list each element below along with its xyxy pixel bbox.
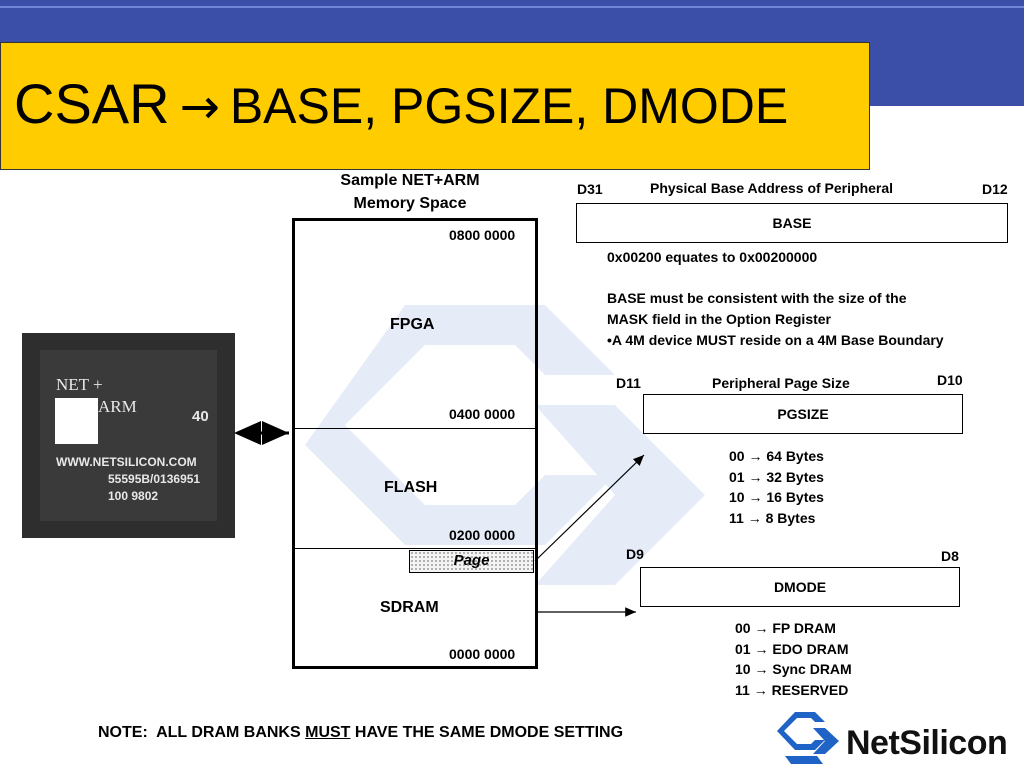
base-lsb: D12 xyxy=(982,181,1008,197)
pgsize-option: 10 → 16 Bytes xyxy=(729,489,824,505)
dmode-option: 01 → EDO DRAM xyxy=(735,640,849,657)
netsilicon-logo-icon xyxy=(777,712,839,764)
page-region xyxy=(409,550,534,573)
dmode-options: 00 → FP DRAM 01 → EDO DRAM 10 → Sync DRA… xyxy=(735,618,852,700)
netsilicon-logo-text: NetSilicon xyxy=(846,724,1008,762)
chip-brand-line2: ARM xyxy=(98,397,137,416)
base-field: BASE xyxy=(576,203,1008,243)
title-arrow-icon: → xyxy=(179,79,220,135)
pgsize-msb: D11 xyxy=(616,375,641,391)
divider-fpga-flash xyxy=(292,428,538,429)
note-emphasis: MUST xyxy=(305,724,351,741)
dmode-lsb: D8 xyxy=(941,548,959,564)
base-note4: •A 4M device MUST reside on a 4M Base Bo… xyxy=(607,332,944,348)
chip-logo-square xyxy=(55,398,98,444)
title-main: CSAR xyxy=(14,72,170,135)
chip-number: 40 xyxy=(192,408,209,425)
pgsize-option: 01 → 32 Bytes xyxy=(729,468,824,485)
addr-bottom: 0000 0000 xyxy=(449,646,516,662)
base-caption: Physical Base Address of Peripheral xyxy=(650,180,894,196)
dmode-msb: D9 xyxy=(626,546,644,562)
title-rest: BASE, PGSIZE, DMODE xyxy=(229,78,789,134)
chip-part: 55595B/0136951 xyxy=(108,472,201,486)
memory-heading-line1: Sample NET+ARM xyxy=(340,172,480,189)
dram-note: NOTE: ALL DRAM BANKS MUST HAVE THE SAME … xyxy=(98,724,623,742)
pgsize-caption: Peripheral Page Size xyxy=(712,375,850,391)
pgsize-lsb: D10 xyxy=(937,372,963,388)
addr-fpga-flash: 0400 0000 xyxy=(449,406,516,422)
pgsize-field: PGSIZE xyxy=(643,394,963,434)
region-flash: FLASH xyxy=(384,479,438,496)
note-prefix: NOTE: ALL DRAM BANKS xyxy=(98,724,306,741)
pgsize-options: 00 → 64 Bytes 01 → 32 Bytes 10 → 16 Byte… xyxy=(729,446,824,528)
divider-flash-sdram xyxy=(292,548,538,549)
pgsize-option: 00 → 64 Bytes xyxy=(729,448,824,464)
base-msb: D31 xyxy=(577,181,603,197)
slide-title: CSAR→BASE, PGSIZE, DMODE xyxy=(14,76,788,132)
chip-lot: 100 9802 xyxy=(108,489,159,503)
region-fpga: FPGA xyxy=(390,316,435,333)
base-note2: BASE must be consistent with the size of… xyxy=(607,290,907,306)
page-to-pgsize-arrow xyxy=(534,454,645,562)
chip-url: WWW.NETSILICON.COM xyxy=(56,455,197,469)
dmode-option: 11 → RESERVED xyxy=(735,681,849,698)
memory-map xyxy=(292,218,538,669)
dmode-field: DMODE xyxy=(640,567,960,607)
header-band-line xyxy=(0,6,1024,8)
dmode-option: 10 → Sync DRAM xyxy=(735,661,852,677)
pgsize-option: 11 → 8 Bytes xyxy=(729,509,816,526)
dmode-option: 00 → FP DRAM xyxy=(735,620,836,636)
title-box xyxy=(0,42,870,170)
note-suffix: HAVE THE SAME DMODE SETTING xyxy=(350,724,624,741)
base-note3: MASK field in the Option Register xyxy=(607,311,832,327)
chip-brand-line1: NET + xyxy=(56,375,103,394)
base-note1: 0x00200 equates to 0x00200000 xyxy=(607,249,818,265)
addr-top: 0800 0000 xyxy=(449,227,516,243)
addr-flash-sdram: 0200 0000 xyxy=(449,527,516,543)
region-sdram: SDRAM xyxy=(380,599,439,616)
memory-heading-line2: Memory Space xyxy=(353,195,467,212)
page-label: Page xyxy=(453,552,490,569)
